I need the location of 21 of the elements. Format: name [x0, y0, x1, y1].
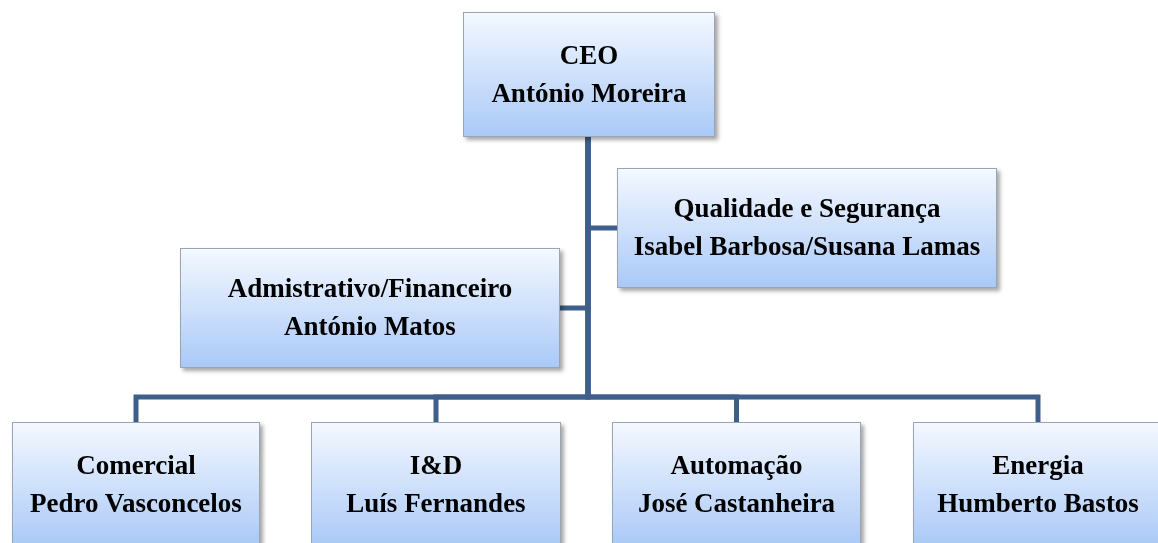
org-box: [12, 422, 260, 543]
org-box: [463, 12, 715, 137]
role-title: Admistrativo/Financeiro: [227, 272, 513, 306]
person-name: Pedro Vasconcelos: [30, 486, 242, 520]
role-title: Qualidade e Segurança: [673, 192, 941, 226]
person-name: António Matos: [284, 310, 456, 343]
org-box: [617, 168, 997, 288]
role-title: I&D: [409, 448, 463, 482]
person-name: Luís Fernandes: [346, 486, 526, 520]
org-box: [612, 422, 861, 543]
org-box: [311, 422, 561, 543]
person-name: José Castanheira: [637, 486, 836, 520]
org-box: [913, 422, 1158, 543]
role-title: Energia: [992, 448, 1084, 482]
role-title: Comercial: [76, 448, 196, 482]
person-name: Humberto Bastos: [937, 486, 1139, 520]
role-title: Automação: [670, 448, 803, 482]
org-box: [180, 248, 560, 368]
person-name: António Moreira: [491, 76, 687, 110]
person-name: Isabel Barbosa/Susana Lamas: [633, 230, 981, 263]
role-title: CEO: [559, 38, 619, 72]
